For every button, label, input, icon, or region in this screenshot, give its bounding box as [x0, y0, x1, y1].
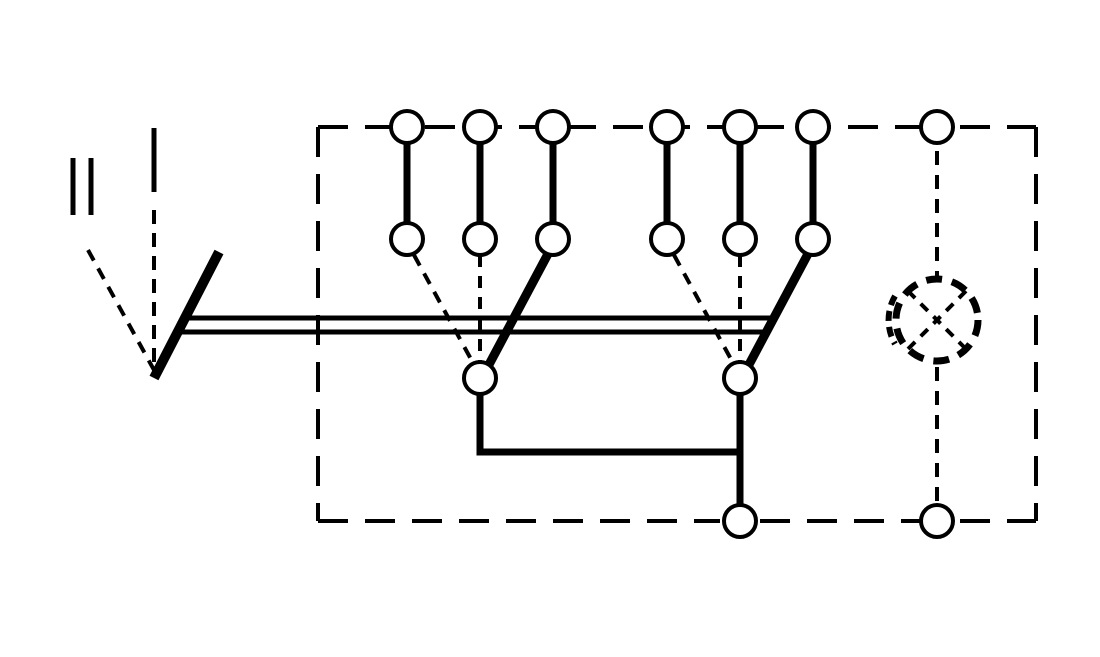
terminal-circle-icon [722, 503, 758, 539]
terminal-circle-icon [795, 221, 831, 257]
terminal-circle-icon [389, 109, 425, 145]
terminal-circle-icon [389, 221, 425, 257]
terminal-wires [403, 127, 817, 239]
terminal-circle-icon [649, 109, 685, 145]
terminal-circle-icon [919, 109, 955, 145]
indicator-lamp-icon [885, 275, 982, 365]
terminal-circle-icon [722, 360, 758, 396]
terminal-circle-icon [649, 221, 685, 257]
terminal-circle-icon [722, 221, 758, 257]
terminal-circle-icon [535, 109, 571, 145]
contact-group-1 [412, 249, 553, 377]
terminals [389, 109, 955, 539]
terminal-circle-icon [722, 109, 758, 145]
terminal-circle-icon [462, 221, 498, 257]
terminal-circle-icon [795, 109, 831, 145]
position-marker-i: I [151, 128, 157, 192]
contact-group-2 [672, 249, 813, 377]
common-wiring [476, 378, 744, 521]
mechanical-linkage [176, 315, 770, 335]
terminal-circle-icon [462, 360, 498, 396]
position-marker-ii: II [70, 158, 94, 215]
terminal-circle-icon [462, 109, 498, 145]
rocker-actuator [86, 210, 224, 381]
terminal-circle-icon [535, 221, 571, 257]
terminal-circle-icon [919, 503, 955, 539]
